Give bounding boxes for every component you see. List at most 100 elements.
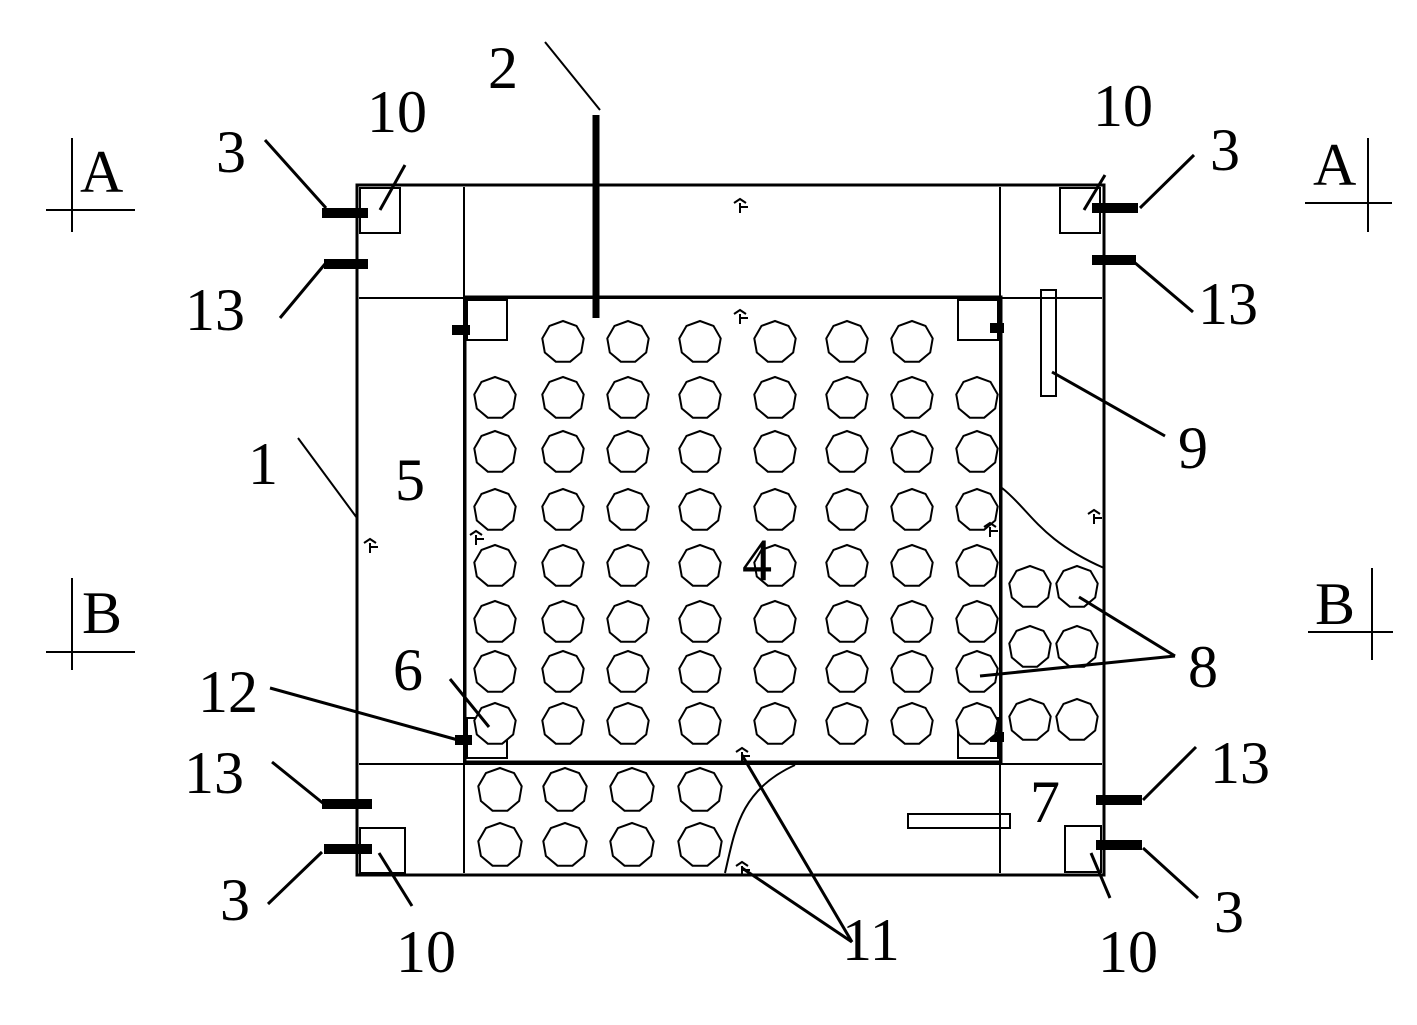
pile [825, 649, 869, 693]
callout-pipe: 2 [488, 35, 518, 101]
marker-symbol [733, 197, 748, 213]
pile [753, 543, 797, 587]
slot [1040, 289, 1057, 397]
callout-outer-wall: 1 [248, 431, 278, 497]
section-mark-a-right-label: A [1313, 132, 1356, 198]
section-mark-b-left: B [46, 578, 135, 670]
pile [955, 599, 999, 643]
section-mark-b-right-label: B [1315, 571, 1355, 637]
pile [606, 543, 650, 587]
pile [541, 701, 585, 745]
pile [955, 701, 999, 745]
callout-tie-top-left: 13 [185, 277, 245, 343]
pile [473, 599, 517, 643]
pile [890, 649, 934, 693]
pile [1055, 624, 1099, 668]
inner-corner-plate [466, 299, 508, 341]
pile [473, 429, 517, 473]
pile [753, 375, 797, 419]
section-mark-a-right: A [1305, 132, 1392, 232]
marker-symbol [363, 537, 378, 553]
callout-right-piles: 8 [1188, 634, 1218, 700]
pile [677, 821, 723, 867]
pile [890, 429, 934, 473]
pile [606, 375, 650, 419]
pile [825, 543, 869, 587]
callout-left-bench: 5 [395, 447, 425, 513]
pile [678, 487, 722, 531]
pile [890, 375, 934, 419]
pile [677, 766, 723, 812]
section-mark-a-left-label: A [80, 139, 123, 205]
callout-tie-top-right: 13 [1198, 271, 1258, 337]
callout-anchor-bottom-right: 3 [1214, 879, 1244, 945]
section-mark-b-left-label: B [82, 580, 122, 646]
pile [606, 599, 650, 643]
pile [678, 649, 722, 693]
callout-inner-pit: 4 [742, 527, 772, 593]
markers [363, 197, 1102, 876]
pile [541, 429, 585, 473]
pile [890, 543, 934, 587]
section-mark-a-left: A [46, 138, 135, 232]
pile [541, 599, 585, 643]
pile [541, 649, 585, 693]
pile [1008, 624, 1052, 668]
pile [678, 429, 722, 473]
outer-anchors [322, 203, 1142, 854]
pile [678, 319, 722, 363]
pile [542, 766, 588, 812]
callout-inner-corner: 6 [393, 637, 423, 703]
inner-corner-plate [957, 299, 999, 341]
pile [609, 766, 655, 812]
pile [541, 487, 585, 531]
callout-tie-bottom-right: 13 [1210, 730, 1270, 796]
pile [825, 701, 869, 745]
pile [541, 543, 585, 587]
pile [955, 649, 999, 693]
pile [678, 599, 722, 643]
pile [541, 375, 585, 419]
pile [825, 599, 869, 643]
pile [542, 821, 588, 867]
pile [955, 375, 999, 419]
pile [606, 429, 650, 473]
callout-slot: 9 [1178, 415, 1208, 481]
pile [955, 543, 999, 587]
pile [753, 487, 797, 531]
pile [473, 701, 517, 745]
pile [890, 701, 934, 745]
pile [606, 701, 650, 745]
pile [1055, 564, 1099, 608]
leader-lines [263, 41, 1200, 944]
pile [825, 429, 869, 473]
pile [473, 487, 517, 531]
pile [609, 821, 655, 867]
pile [678, 543, 722, 587]
marker-symbol [983, 521, 998, 537]
pile [825, 487, 869, 531]
pile [890, 487, 934, 531]
pile [606, 649, 650, 693]
inner-pit [463, 295, 1003, 764]
boundary-curve-right [1001, 487, 1105, 569]
pile [473, 543, 517, 587]
pile [825, 375, 869, 419]
callout-markers: 11 [842, 907, 900, 973]
callout-corner-bottom-left: 10 [396, 919, 456, 985]
callout-inner-anchor: 12 [198, 659, 258, 725]
marker-symbol [469, 529, 484, 545]
pile [678, 375, 722, 419]
pile [473, 375, 517, 419]
callout-anchor-bottom-left: 3 [220, 867, 250, 933]
pile [477, 821, 523, 867]
pile [890, 599, 934, 643]
pile [753, 701, 797, 745]
section-mark-b-right: B [1308, 568, 1393, 660]
pile [1008, 564, 1052, 608]
callout-corner-top-right: 10 [1093, 73, 1153, 139]
pile [606, 487, 650, 531]
marker-symbol [733, 308, 748, 324]
pile [1055, 697, 1099, 741]
